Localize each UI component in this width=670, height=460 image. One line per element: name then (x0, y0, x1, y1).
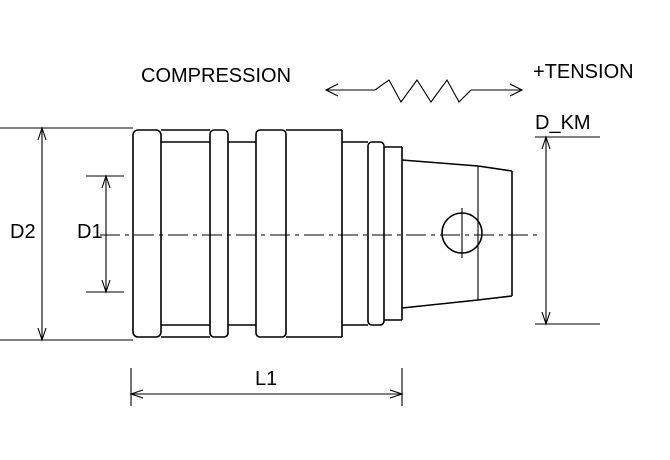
d2-label: D2 (10, 221, 36, 243)
d2-dimension (0, 126, 133, 342)
tension-label: +TENSION (533, 61, 634, 83)
spring-arrow (324, 78, 524, 104)
d1-dimension (86, 174, 124, 294)
chuck-body (132, 129, 513, 338)
compression-label: COMPRESSION (141, 65, 291, 87)
l1-dimension (129, 368, 404, 406)
d-km-dimension (535, 135, 600, 326)
d-km-label: D_KM (535, 112, 591, 134)
l1-label: L1 (255, 368, 277, 390)
d1-label: D1 (77, 221, 103, 243)
